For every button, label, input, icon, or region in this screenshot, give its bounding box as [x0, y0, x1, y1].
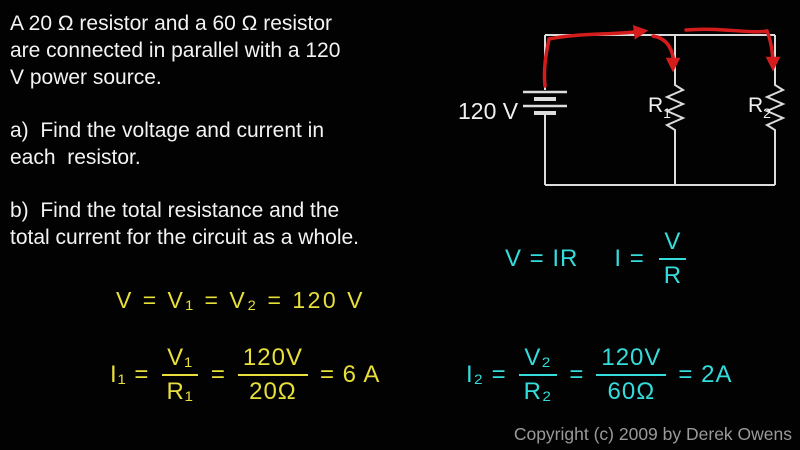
r2-label: R2: [748, 94, 771, 121]
fraction-numerator: 120V: [596, 344, 667, 376]
i2-result: = 2A: [678, 360, 733, 388]
voltage-equation: V = V₁ = V₂ = 120 V: [116, 287, 365, 313]
r1-label: R1: [648, 94, 671, 121]
statement-line-2: are connected in parallel with a 120: [10, 39, 341, 62]
battery-symbol: [523, 90, 567, 115]
i2-equals: =: [569, 360, 585, 388]
fraction-numerator: V₂: [519, 344, 557, 376]
ohms-law-equations: V = IR I = V R: [505, 228, 687, 289]
eq-current-lhs: I =: [614, 244, 645, 272]
i2-lhs: I₂ =: [466, 360, 507, 388]
current-arrow-into-r2: [684, 27, 781, 72]
circuit-diagram: 120 V R1 R2: [458, 24, 786, 186]
problem-text: A 20 Ω resistor and a 60 Ω resistor are …: [10, 10, 455, 277]
fraction-denominator: 20Ω: [249, 377, 297, 405]
i1-equals: =: [210, 360, 226, 388]
i2-symbolic-fraction: V₂ R₂: [519, 344, 558, 405]
eq-current-fraction: V R: [659, 228, 687, 289]
problem-part-a: a) Find the voltage and current in each …: [10, 117, 455, 171]
fraction-denominator: R₁: [166, 377, 194, 405]
current1-equation: I₁ = V₁ R₁ = 120V 20Ω = 6 A: [110, 344, 380, 405]
resistor-r1: [664, 35, 686, 185]
fraction-numerator: V₁: [162, 344, 199, 376]
r2-subscript: 2: [763, 105, 771, 121]
eq-v-equals-ir: V = IR: [505, 244, 579, 272]
i1-numeric-fraction: 120V 20Ω: [237, 344, 308, 405]
source-voltage-label: 120 V: [458, 98, 519, 124]
i2-numeric-fraction: 120V 60Ω: [596, 344, 667, 405]
current-arrow-into-r1: [651, 34, 681, 73]
i1-symbolic-fraction: V₁ R₁: [161, 344, 199, 405]
problem-statement: A 20 Ω resistor and a 60 Ω resistor are …: [10, 10, 455, 91]
fraction-numerator: V: [659, 228, 687, 260]
statement-line-1: A 20 Ω resistor and a 60 Ω resistor: [10, 12, 333, 35]
fraction-denominator: R: [663, 261, 683, 289]
part-b-line-1: b) Find the total resistance and the: [10, 199, 340, 222]
statement-line-3: V power source.: [10, 66, 162, 89]
part-a-line-2: each resistor.: [10, 146, 141, 169]
copyright-notice: Copyright (c) 2009 by Derek Owens: [513, 424, 792, 444]
current2-equation: I₂ = V₂ R₂ = 120V 60Ω = 2A: [466, 344, 732, 405]
fraction-denominator: 60Ω: [607, 377, 656, 405]
r1-letter: R: [648, 94, 663, 117]
circuit-wires: [544, 34, 786, 186]
problem-part-b: b) Find the total resistance and the tot…: [10, 197, 455, 251]
part-b-line-2: total current for the circuit as a whole…: [10, 226, 359, 249]
part-a-line-1: a) Find the voltage and current in: [10, 119, 325, 142]
fraction-denominator: R₂: [523, 377, 553, 405]
i1-lhs: I₁ =: [110, 360, 150, 388]
i1-result: = 6 A: [319, 360, 381, 388]
current-flow-arrows: [542, 24, 781, 88]
current-arrow-from-source: [542, 24, 649, 88]
resistor-r2: [764, 35, 786, 185]
fraction-numerator: 120V: [237, 344, 308, 376]
r1-subscript: 1: [663, 105, 671, 121]
r2-letter: R: [748, 94, 763, 117]
